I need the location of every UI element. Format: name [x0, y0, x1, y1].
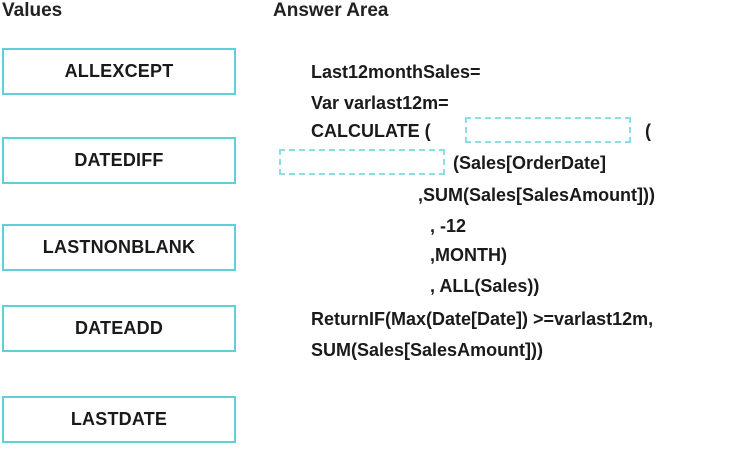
code-line-open-paren: ( — [645, 121, 651, 141]
value-tile-lastnonblank[interactable]: LASTNONBLANK — [2, 224, 236, 271]
code-line-minus12: , -12 — [430, 216, 467, 236]
answer-area-heading: Answer Area — [273, 0, 389, 21]
code-line-measure-name: Last12monthSales= — [311, 62, 481, 82]
code-line-sum-sales: SUM(Sales[SalesAmount])) — [311, 340, 544, 360]
value-tile-allexcept[interactable]: ALLEXCEPT — [2, 48, 236, 95]
value-tile-dateadd[interactable]: DATEADD — [2, 305, 236, 352]
code-line-month: ,MONTH) — [430, 245, 507, 265]
value-tile-lastdate[interactable]: LASTDATE — [2, 396, 236, 443]
code-line-return: ReturnIF(Max(Date[Date]) >=varlast12m, — [311, 309, 654, 329]
code-line-orderdate: (Sales[OrderDate] — [453, 153, 607, 173]
code-line-all-sales: , ALL(Sales)) — [430, 276, 540, 296]
code-line-sum: ,SUM(Sales[SalesAmount])) — [418, 185, 656, 205]
drop-slot-1[interactable] — [465, 117, 631, 143]
drop-slot-2[interactable] — [279, 149, 445, 175]
value-tile-datediff[interactable]: DATEDIFF — [2, 137, 236, 184]
code-line-var: Var varlast12m= — [311, 93, 449, 113]
values-heading: Values — [2, 0, 63, 21]
code-line-calculate: CALCULATE ( — [311, 121, 431, 141]
